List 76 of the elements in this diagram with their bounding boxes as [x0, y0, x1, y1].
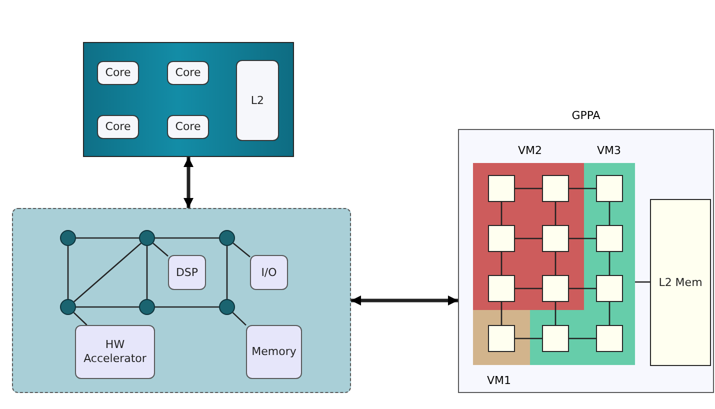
connector-line	[155, 237, 219, 239]
panel-heading: GPPA	[570, 108, 602, 124]
connector-line	[152, 242, 168, 257]
connector-line	[76, 237, 139, 239]
node-label: L2	[250, 94, 266, 108]
region-label: VM2	[518, 143, 542, 159]
connector-line	[554, 202, 556, 225]
router-node	[139, 299, 155, 315]
connector-line	[500, 202, 502, 225]
router-node	[139, 230, 155, 246]
core-square	[488, 225, 515, 252]
core-square	[488, 175, 515, 202]
region-label: VM1	[487, 373, 512, 389]
region-label: VM3	[597, 143, 622, 159]
connector-line	[515, 288, 542, 290]
connector-line	[608, 252, 610, 275]
node-label: Memory	[250, 345, 298, 359]
connector-line	[500, 302, 502, 325]
connector-line	[515, 188, 542, 190]
double-arrow	[351, 296, 458, 306]
connector-line	[146, 246, 148, 299]
connector-line	[569, 188, 596, 190]
processor-panel	[83, 42, 294, 157]
cache-box	[236, 60, 279, 141]
core-square	[596, 175, 623, 202]
connector-line	[569, 238, 596, 240]
component-box	[250, 255, 288, 290]
node-label: Core	[174, 120, 202, 134]
node-label: Core	[104, 120, 132, 134]
connector-line	[73, 312, 88, 326]
core-square	[596, 225, 623, 252]
connector-line	[232, 312, 246, 326]
core-square	[596, 325, 623, 352]
connector-line	[554, 252, 556, 275]
connector-line	[554, 302, 556, 325]
connector-line	[226, 246, 228, 299]
core-square	[488, 325, 515, 352]
router-node	[60, 230, 76, 246]
connector-line	[500, 252, 502, 275]
node-label: Core	[174, 66, 202, 80]
node-label: HW Accelerator	[82, 338, 148, 366]
connector-line	[515, 338, 542, 340]
connector-line	[232, 242, 250, 258]
node-label: I/O	[260, 266, 278, 280]
core-box	[167, 115, 209, 139]
core-square	[542, 175, 569, 202]
core-square	[488, 275, 515, 302]
connector-line	[515, 238, 542, 240]
core-box	[97, 115, 139, 139]
router-node	[60, 299, 76, 315]
router-node	[219, 230, 235, 246]
node-label: Core	[104, 66, 132, 80]
component-box	[75, 325, 155, 379]
noc-panel	[12, 208, 351, 393]
connector-line	[67, 246, 69, 299]
connector-line	[608, 202, 610, 225]
connector-line	[74, 242, 142, 302]
connector-line	[569, 338, 596, 340]
connector-line	[635, 281, 650, 283]
core-square	[542, 225, 569, 252]
connector-line	[155, 306, 219, 308]
connector-line	[608, 302, 610, 325]
core-square	[542, 275, 569, 302]
core-box	[97, 61, 139, 85]
connector-line	[569, 288, 596, 290]
double-arrow	[184, 157, 194, 208]
memory-box	[650, 199, 711, 366]
node-label: L2 Mem	[658, 276, 704, 290]
connector-line	[76, 306, 139, 308]
component-box	[168, 255, 206, 290]
core-square	[542, 325, 569, 352]
router-node	[219, 299, 235, 315]
core-box	[167, 61, 209, 85]
core-square	[596, 275, 623, 302]
node-label: DSP	[174, 266, 200, 280]
component-box	[246, 325, 302, 379]
